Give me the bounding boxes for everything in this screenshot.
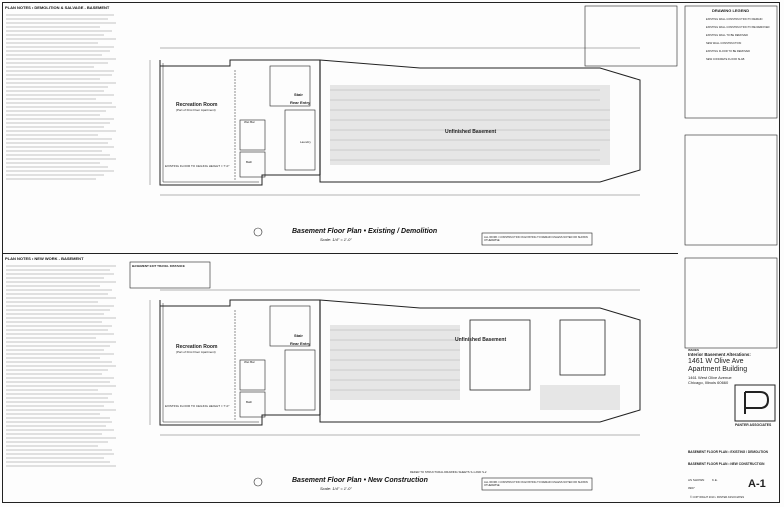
bottom-unfinished-label: Unfinished Basement [455,337,507,343]
bottom-recreation-room-label: Recreation Room [176,344,218,350]
sheet-title-1: BASEMENT FLOOR PLAN • EXISTING / DEMOLIT… [688,450,768,454]
bottom-wet-bar-label: Wet Bar [244,360,255,364]
notes-lines-bottom [6,265,116,467]
north-arrow-top [253,227,263,237]
copyright-note: © COPYRIGHT 2010 • PANTER ASSOCIATES [690,496,745,499]
top-recreation-sub-label: (Part of First Floor Apartment) [176,108,216,112]
issues-heading: ISSUES [688,348,700,352]
plan-divider [2,253,678,254]
demolition-notes-body [4,12,122,212]
bottom-bath-label: Bath [246,400,253,404]
project-address-1: 1461 West Olive Avenue [688,375,732,380]
drawing-legend-heading: DRAWING LEGEND [712,8,750,13]
legend-item: EXISTING WALL CONSTRUCTION TO BE REMOVED [706,26,770,29]
project-line-2: Apartment Building [688,366,748,373]
legend-item: EXISTING WALL TO BE REMOVED [706,34,748,37]
top-rear-entry-label: Rear Entry [290,100,311,105]
top-unfinished-label: Unfinished Basement [445,129,497,135]
legend-item: NEW CONCRETE FLOOR SLAB [706,58,745,61]
bottom-plan-scale: Scale: 1/4" = 1'-0" [320,486,352,491]
structural-ref-note: REFER TO STRUCTURAL DRAWING SHEETS S-1 A… [410,470,487,474]
top-plan-title: Basement Floor Plan • Existing / Demolit… [292,228,438,235]
bottom-rear-entry-label: Rear Entry [290,341,311,346]
legend-item: EXISTING FLOOR TO BE REMOVED [706,50,751,53]
top-recreation-room-label: Recreation Room [176,102,218,108]
sheet-number: A-1 [748,478,766,490]
bottom-plan-title: Basement Floor Plan • New Construction [292,477,428,484]
top-laundry-label: Laundry [300,140,311,144]
bottom-recreation-sub-label: (Part of First Floor Apartment) [176,350,216,354]
notes-lines-top [6,14,116,180]
firm-name: PANTER ASSOCIATES [735,423,772,427]
scale-value: AS SHOWN [688,478,705,482]
legend-item: EXISTING WALL CONSTRUCTION TO REMAIN [706,18,763,21]
top-footnote: ALL WORK / CONSTRUCTION IN EXISTING TO R… [484,236,588,242]
demolition-notes-heading: PLAN NOTES • DEMOLITION & SALVAGE - BASE… [5,5,110,10]
date-value: 0907 [688,486,695,490]
top-wet-bar-label: Wet Bar [244,120,255,124]
project-line-1: 1461 W Olive Ave [688,358,744,365]
top-stair-label: Stair [294,92,303,97]
exit-table-heading: BASEMENT EXIT TRAVEL DISTANCE [132,264,185,268]
legend-item: NEW WALL CONSTRUCTION [706,42,742,45]
project-address-2: Chicago, Illinois 60660 [688,380,729,385]
bottom-stair-label: Stair [294,333,303,338]
top-plan-scale: Scale: 1/4" = 1'-0" [320,237,352,242]
bottom-ceiling-note: EXISTING FLOOR TO CEILING HEIGHT = 7'-0" [165,404,230,408]
project-title: Interior Basement Alterations: [688,352,751,357]
top-bath-label: Bath [246,160,253,164]
bottom-footnote: ALL WORK / CONSTRUCTION IN EXISTING TO R… [484,481,588,487]
top-plan-outline [159,59,641,186]
drawn-by-value: K.E. [712,478,718,482]
bottom-plan-outline [159,299,641,426]
top-ceiling-note: EXISTING FLOOR TO CEILING HEIGHT = 7'-0" [165,164,230,168]
north-arrow-bottom [253,477,263,487]
new-work-notes-body [4,263,122,493]
new-work-notes-heading: PLAN NOTES • NEW WORK - BASEMENT [5,256,84,261]
sheet-title-2: BASEMENT FLOOR PLAN • NEW CONSTRUCTION [688,462,765,466]
